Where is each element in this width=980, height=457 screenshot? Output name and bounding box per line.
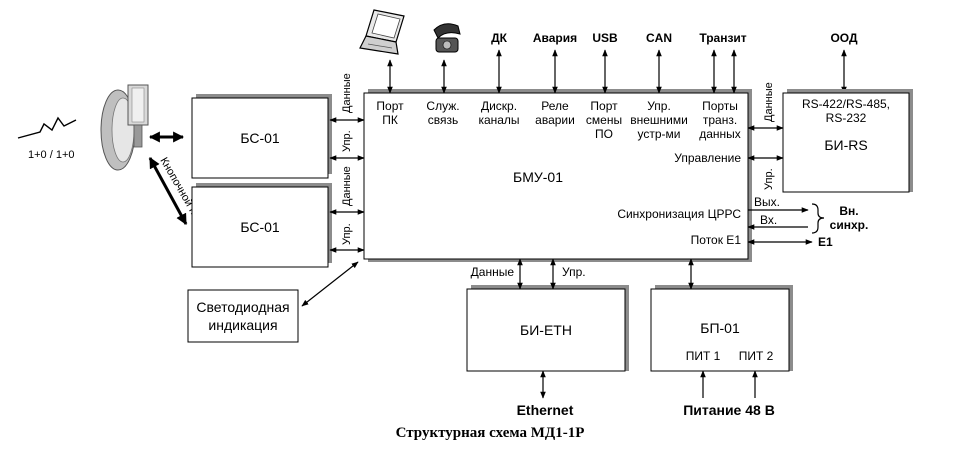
port-ext-line1: Упр.: [647, 99, 671, 113]
sync-out-label: Вых.: [754, 195, 780, 209]
eth-ctrl-label: Упр.: [562, 265, 586, 279]
antenna-bs2-link: [148, 157, 188, 225]
power-label: Питание 48 В: [683, 402, 775, 418]
bs2-ctrl-label: Упр.: [341, 223, 353, 245]
bs2-data-label: Данные: [341, 166, 353, 206]
bi-eth-label: БИ-ETH: [520, 322, 572, 338]
port-pc-line2: ПК: [382, 113, 398, 127]
ethernet-label: Ethernet: [517, 402, 574, 418]
laptop-icon: [359, 9, 405, 55]
led-label-line2: индикация: [208, 317, 277, 333]
port-transit-line1: Порты: [702, 99, 738, 113]
bi-rs-block: [782, 92, 910, 193]
port-sw-line1: Порт: [590, 99, 618, 113]
bs1-ctrl-label: Упр.: [341, 130, 353, 152]
bs-01-bottom-block: [191, 186, 329, 268]
port-sync-label: Синхронизация ЦРРС: [617, 207, 741, 221]
bmu-01-label: БМУ-01: [513, 169, 563, 185]
port-service-line2: связь: [428, 113, 459, 127]
port-discrete-line1: Дискр.: [481, 99, 517, 113]
bp-01-label: БП-01: [700, 320, 740, 336]
ext-alarm-label: Авария: [533, 31, 577, 45]
diagram-caption: Структурная схема МД1-1Р: [395, 425, 585, 441]
led-indication-block: [187, 289, 299, 343]
led-label-line1: Светодиодная: [196, 299, 289, 315]
port-discrete-line2: каналы: [478, 113, 519, 127]
pit2-label: ПИТ 2: [739, 349, 774, 363]
ext-can-label: CAN: [646, 31, 672, 45]
antenna-icon: [100, 84, 149, 171]
port-sw-line2: смены: [586, 113, 622, 127]
bs-01-bottom-label: БС-01: [240, 219, 280, 235]
bs-01-top-label: БС-01: [240, 130, 280, 146]
rs-data-label: Данные: [763, 82, 775, 122]
ext-ood-label: ООД: [830, 31, 858, 45]
port-management-label: Управление: [674, 151, 741, 165]
port-e1-label: Поток Е1: [691, 233, 742, 247]
bp-01-block: [650, 288, 790, 372]
led-bmu-link: [301, 261, 359, 307]
radio-mode-label: 1+0 / 1+0: [28, 149, 75, 161]
port-pc-line1: Порт: [376, 99, 404, 113]
bi-eth-block: [466, 288, 626, 372]
ext-transit-label: Транзит: [699, 31, 746, 45]
ext-usb-label: USB: [592, 31, 618, 45]
radio-wave-icon: [17, 116, 77, 139]
port-transit-line2: транз.: [703, 113, 737, 127]
port-transit-line3: данных: [699, 127, 741, 141]
ext-sync-line1: Вн.: [839, 204, 858, 218]
bs-01-top-block: [191, 97, 329, 179]
rs-ctrl-label: Упр.: [763, 168, 775, 190]
eth-data-label: Данные: [471, 265, 515, 279]
bi-rs-label: БИ-RS: [824, 137, 867, 153]
rs-interfaces-line2: RS-232: [826, 111, 867, 125]
ext-dk-label: ДК: [491, 31, 508, 45]
bmu-01-block: [363, 92, 749, 260]
port-relay-line1: Реле: [541, 99, 569, 113]
rs-interfaces-line1: RS-422/RS-485,: [802, 97, 890, 111]
e1-label: Е1: [818, 235, 833, 249]
ext-sync-brace: [811, 203, 825, 234]
port-ext-line3: устр-ми: [638, 127, 681, 141]
port-sw-line3: ПО: [595, 127, 613, 141]
ext-sync-line2: синхр.: [830, 218, 869, 232]
port-service-line1: Служ.: [426, 99, 459, 113]
pit1-label: ПИТ 1: [686, 349, 721, 363]
port-ext-line2: внешними: [630, 113, 688, 127]
sync-in-label: Вх.: [760, 213, 777, 227]
port-relay-line2: аварии: [535, 113, 575, 127]
bs1-data-label: Данные: [341, 73, 353, 113]
phone-icon: [433, 23, 461, 53]
